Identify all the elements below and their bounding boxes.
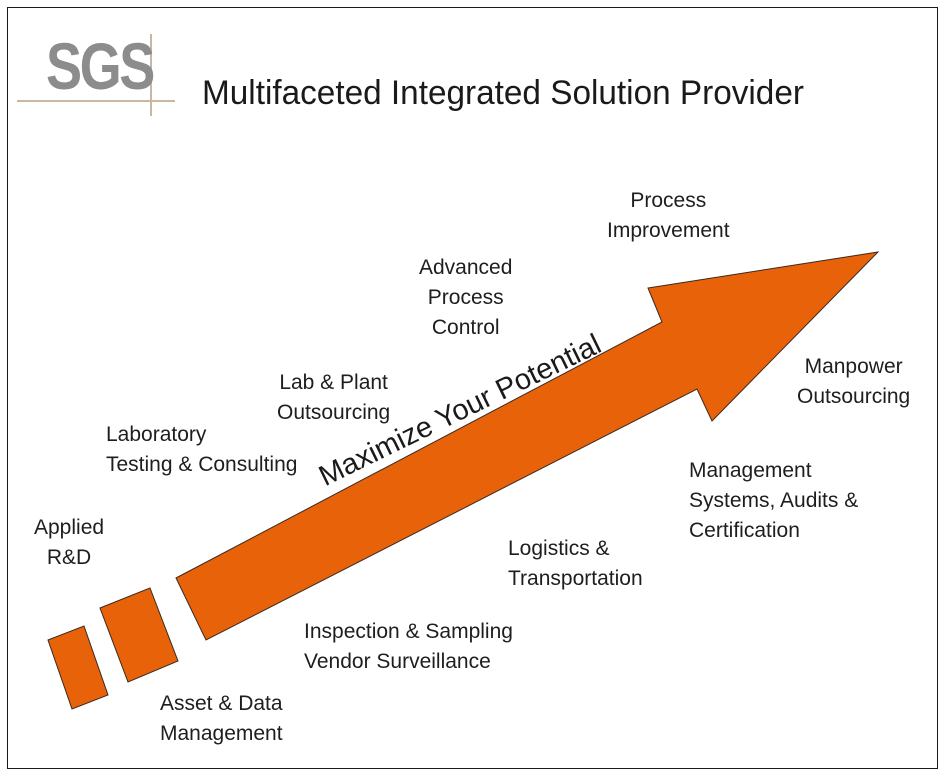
label-asset-data-management: Asset & Data Management [160, 692, 283, 745]
sgs-logo: SGS [46, 29, 155, 103]
arrow-body [175, 251, 880, 641]
slide-title: Multifaceted Integrated Solution Provide… [202, 74, 804, 112]
label-manpower-outsourcing: Manpower Outsourcing [797, 355, 911, 408]
label-applied-rd: Applied R&D [34, 516, 105, 569]
label-logistics-transportation: Logistics & Transportation [508, 537, 643, 590]
arrow-tail-large-block [99, 587, 179, 683]
label-management-systems: Management Systems, Audits & Certificati… [689, 459, 859, 542]
label-process-improvement: Process Improvement [607, 189, 730, 242]
logo-vertical-line [150, 34, 152, 116]
label-inspection-sampling: Inspection & Sampling Vendor Surveillanc… [304, 620, 513, 673]
logo-horizontal-line [17, 100, 175, 102]
arrow-tail-small-block [47, 625, 109, 710]
label-laboratory-testing: Laboratory Testing & Consulting [106, 423, 298, 476]
label-lab-plant-outsourcing: Lab & Plant Outsourcing [277, 371, 391, 424]
label-advanced-process-control: Advanced Process Control [419, 256, 513, 339]
